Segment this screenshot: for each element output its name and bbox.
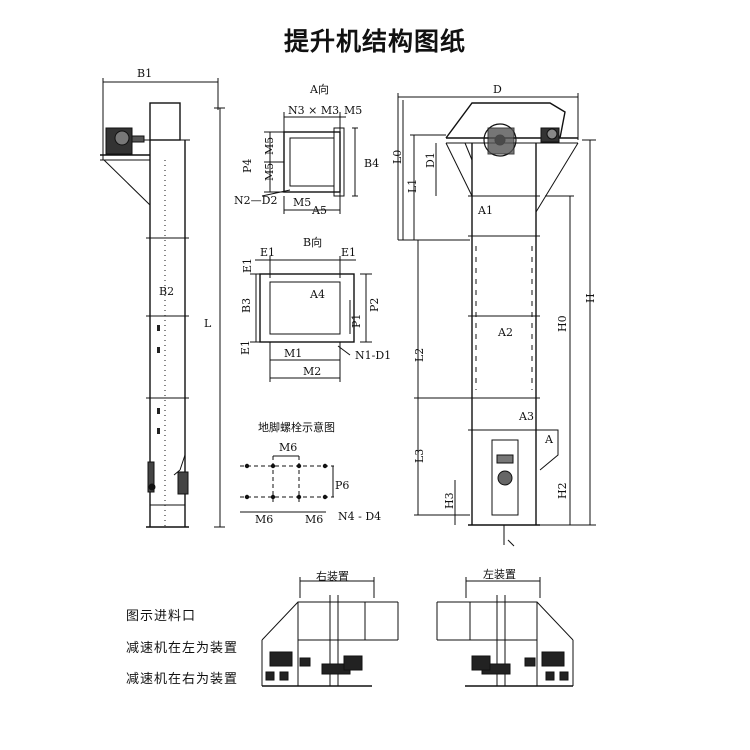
- dimension-labels: B1 B2 L A向 N3 × M3 M5 P4 M5 M5 B4 N2—D2 …: [137, 67, 597, 583]
- dim-m2: M2: [303, 365, 321, 378]
- note-reducer-right: 减速机在右为装置: [126, 672, 239, 687]
- dim-l2: L2: [413, 348, 426, 362]
- side-view: [100, 78, 225, 528]
- dim-a4: A4: [309, 288, 325, 301]
- page-title: 提升机结构图纸: [283, 27, 466, 56]
- b-view: [250, 256, 372, 382]
- label-left-install: 左装置: [483, 568, 516, 581]
- dim-d1: D1: [424, 152, 437, 168]
- a-view: [261, 112, 358, 214]
- label-anchor-bolt: 地脚螺栓示意图: [258, 420, 335, 434]
- dim-l3: L3: [413, 449, 426, 463]
- dim-p1: P1: [350, 314, 363, 328]
- dim-m6-top: M6: [279, 441, 297, 454]
- dim-b3: B3: [240, 298, 253, 313]
- dim-e1-left: E1: [260, 246, 275, 259]
- dim-m6-left: M6: [255, 513, 273, 526]
- dim-m5-bottom: M5: [293, 196, 311, 209]
- dim-n1d1: N1-D1: [355, 349, 391, 362]
- anchor-bolt-view: [240, 455, 334, 513]
- label-a-view: A向: [309, 82, 329, 96]
- dim-b4: B4: [364, 157, 379, 170]
- dim-p2: P2: [368, 298, 381, 312]
- dim-e1-bottom: E1: [239, 340, 252, 355]
- dim-e1-side: E1: [241, 258, 254, 273]
- front-view: [397, 93, 596, 547]
- dim-m5-left2: M5: [263, 163, 276, 181]
- dim-m1: M1: [284, 347, 302, 360]
- dim-a5: A5: [311, 204, 327, 217]
- dim-l1: L1: [406, 179, 419, 193]
- dim-h3: H3: [443, 492, 456, 509]
- left-install-view: [436, 577, 574, 687]
- dim-m6-right: M6: [305, 513, 323, 526]
- dim-m5-top: M5: [344, 104, 362, 117]
- dim-l: L: [204, 317, 212, 330]
- dim-n3m3: N3 × M3: [288, 104, 339, 117]
- note-reducer-left: 减速机在左为装置: [126, 641, 239, 656]
- note-feed-inlet: 图示进料口: [126, 609, 197, 624]
- dim-m5-left: M5: [263, 137, 276, 155]
- dim-p6: P6: [335, 479, 349, 492]
- label-b-view: B向: [303, 235, 322, 249]
- dim-h: H: [584, 293, 597, 303]
- label-right-install: 右装置: [316, 569, 349, 583]
- dim-h2: H2: [556, 482, 569, 499]
- dim-n4d4: N4 - D4: [338, 510, 381, 523]
- dim-e1-right: E1: [341, 246, 356, 259]
- dim-d: D: [493, 83, 502, 96]
- dim-h0: H0: [556, 315, 569, 332]
- dim-n2d2: N2—D2: [234, 194, 277, 207]
- dim-a3: A3: [518, 410, 534, 423]
- dim-a2: A2: [497, 326, 513, 339]
- dim-a-arrow: A: [544, 433, 554, 446]
- right-install-view: [261, 577, 399, 687]
- dim-a1: A1: [477, 204, 493, 217]
- dim-l0: L0: [391, 150, 404, 164]
- dim-b2: B2: [159, 285, 174, 298]
- dim-p4: P4: [241, 159, 254, 173]
- dim-b1: B1: [137, 67, 152, 80]
